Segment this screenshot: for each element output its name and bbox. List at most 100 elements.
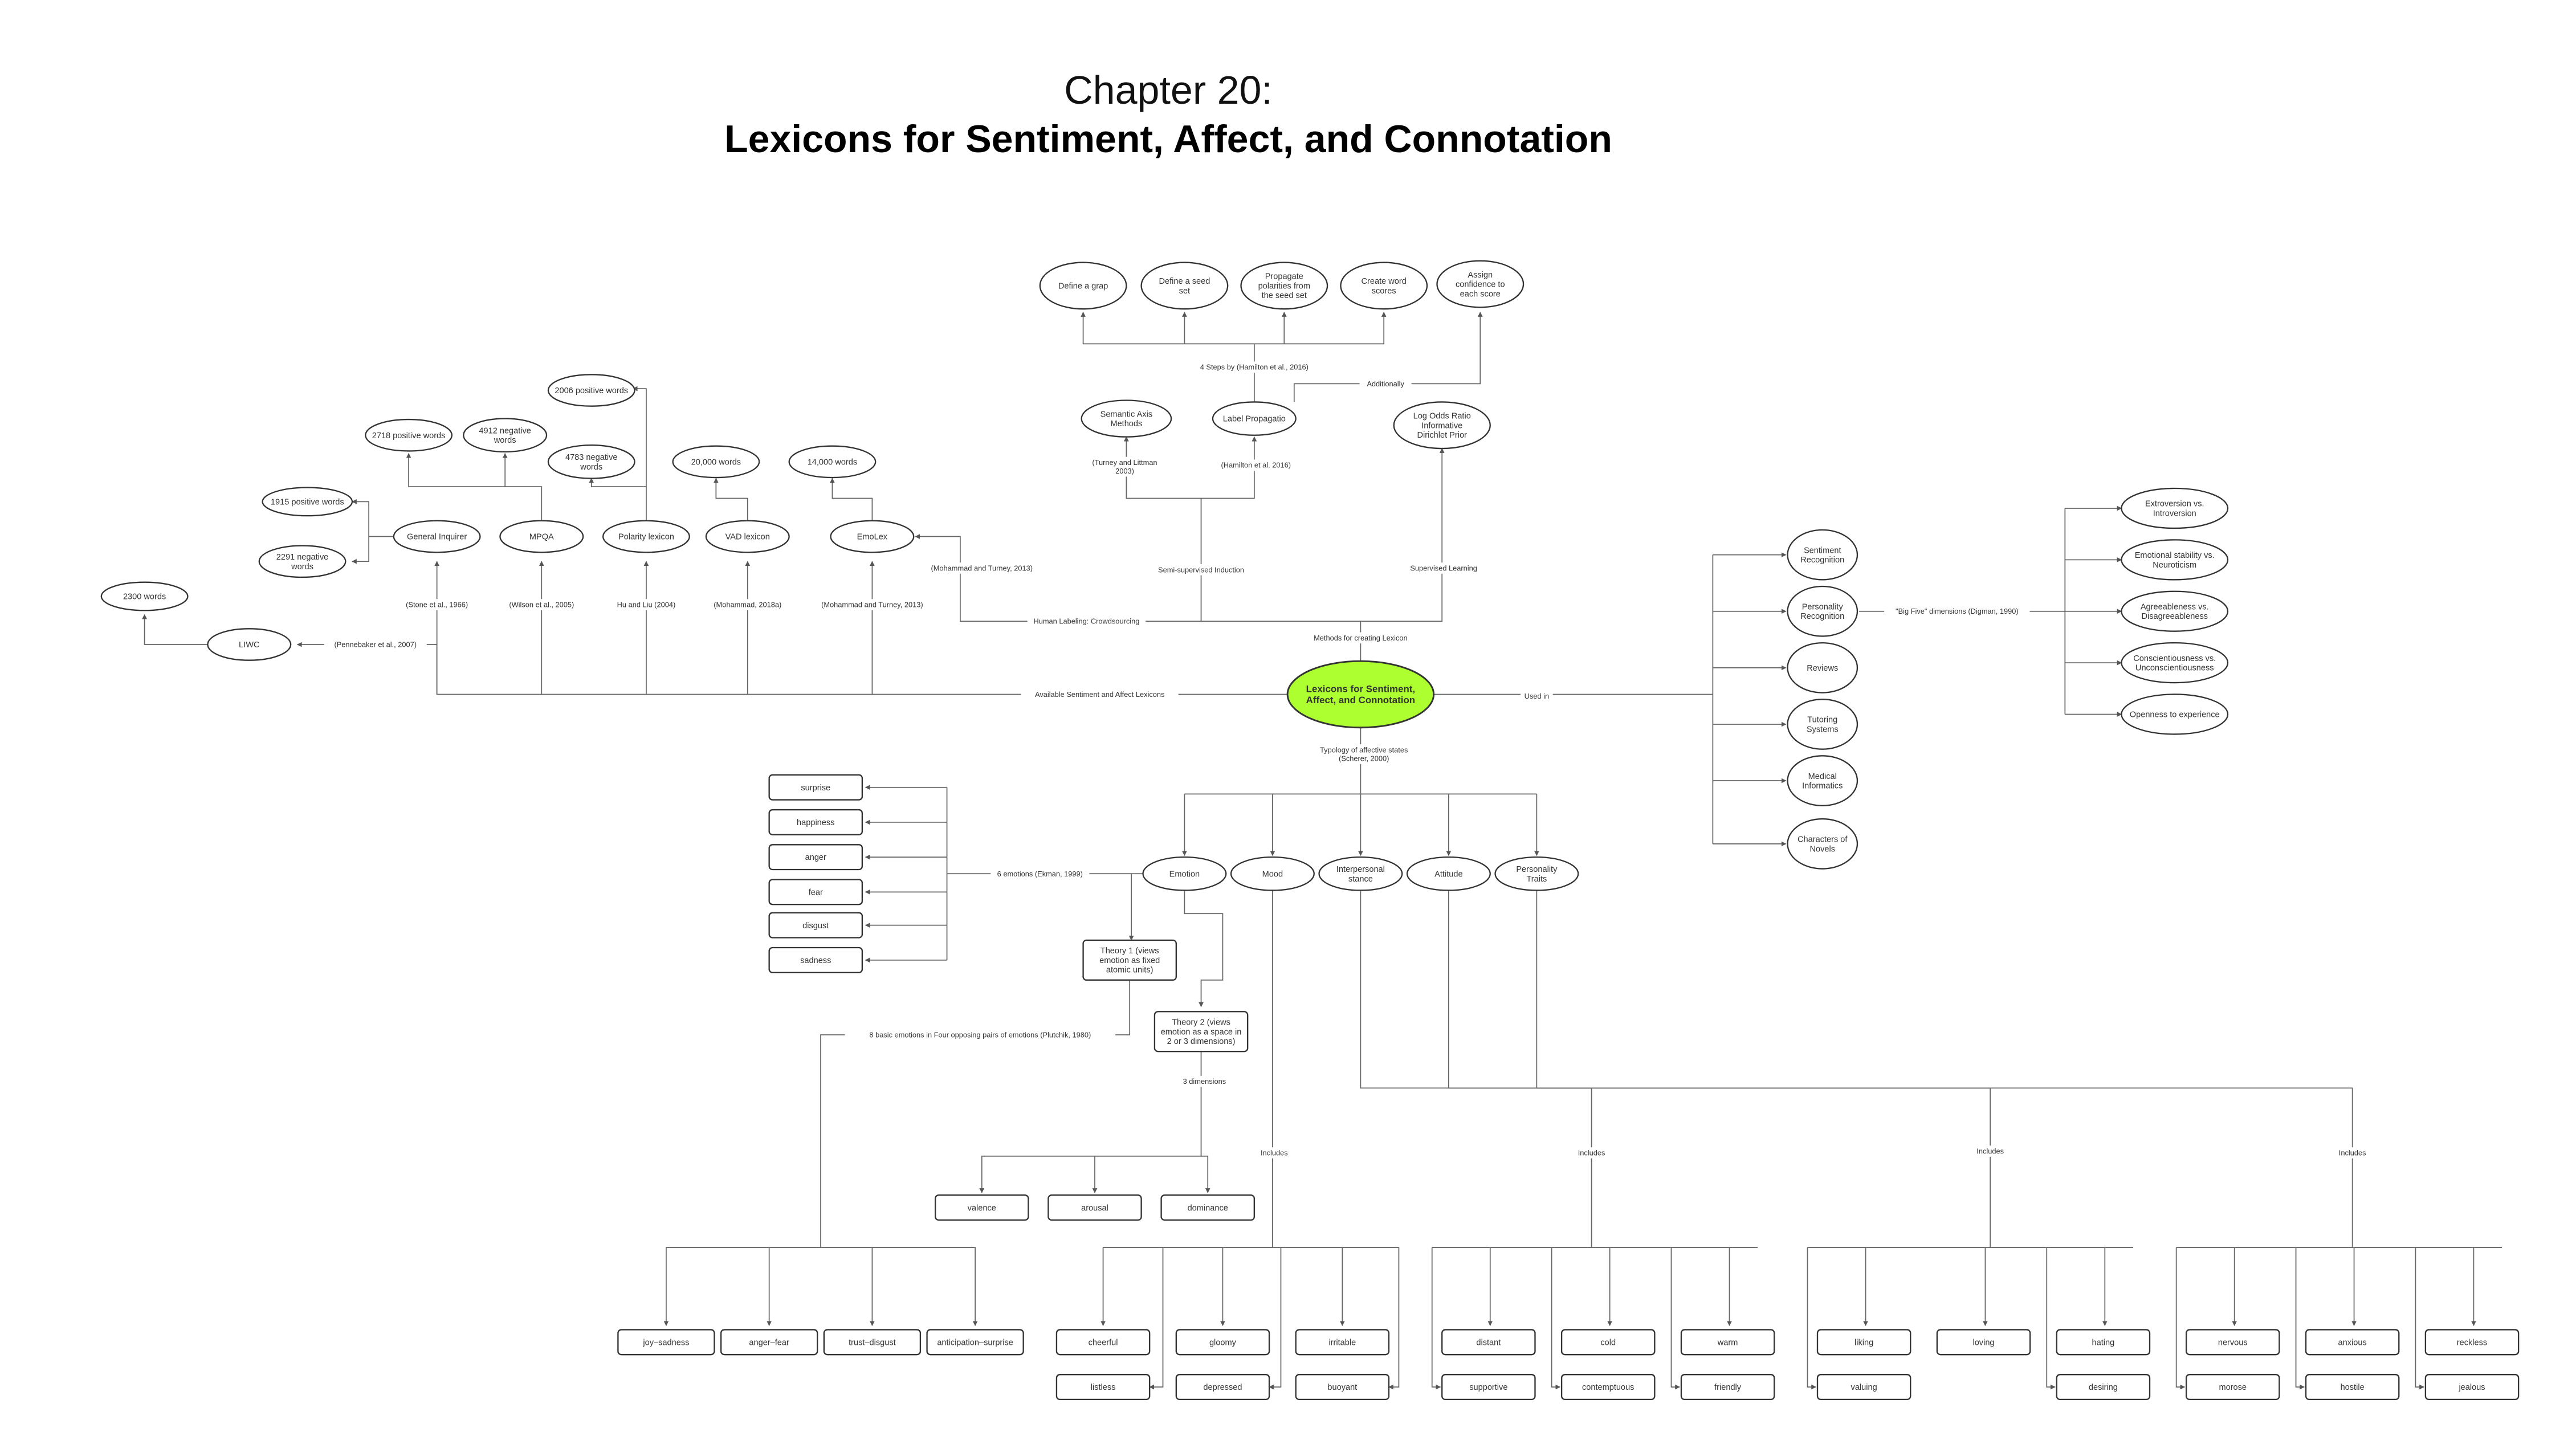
liwc-count-node[interactable]: 2300 words bbox=[100, 581, 189, 611]
emotion-box-fear[interactable]: fear bbox=[768, 879, 863, 905]
mpqa-positive-node[interactable]: 2718 positive words bbox=[365, 418, 453, 452]
plutchik-pair-box-3[interactable]: trust–disgust bbox=[823, 1329, 922, 1356]
emotion-box-anger[interactable]: anger bbox=[768, 844, 863, 871]
mood-box-buoyant[interactable]: buoyant bbox=[1295, 1373, 1390, 1401]
connector-crowdsourcing bbox=[915, 534, 1362, 662]
lexicon-emolex[interactable]: EmoLex bbox=[830, 520, 915, 553]
edge-label-additionally: Additionally bbox=[1367, 380, 1404, 388]
plutchik-pair-box-2[interactable]: anger–fear bbox=[720, 1329, 818, 1356]
attitude-box-3[interactable]: hating bbox=[2056, 1329, 2151, 1356]
dimension-box-valence[interactable]: valence bbox=[934, 1194, 1029, 1221]
attitude-box-4[interactable]: valuing bbox=[1816, 1373, 1911, 1401]
attitude-box-5[interactable]: desiring bbox=[2056, 1373, 2151, 1401]
stance-box-5[interactable]: contemptuous bbox=[1560, 1373, 1656, 1401]
liwc-citation: (Pennebaker et al., 2007) bbox=[334, 641, 417, 649]
emotion-box-fear-label: fear bbox=[809, 888, 823, 897]
emotion-box-sadness[interactable]: sadness bbox=[768, 947, 863, 973]
dimension-box-arousal-label: arousal bbox=[1081, 1204, 1108, 1213]
mood-box-gloomy[interactable]: gloomy bbox=[1175, 1329, 1270, 1356]
polarity-positive-node[interactable]: 2006 positive words bbox=[547, 374, 635, 407]
attitude-box-2[interactable]: loving bbox=[1936, 1329, 2031, 1356]
dimension-box-dominance[interactable]: dominance bbox=[1160, 1194, 1255, 1221]
application-node-3[interactable]: Reviews bbox=[1787, 642, 1858, 693]
typology-node-4[interactable]: Attitude bbox=[1406, 856, 1491, 891]
trait-box-5[interactable]: hostile bbox=[2305, 1373, 2400, 1401]
edge-label-additionally-bg bbox=[1359, 378, 1412, 390]
lexicon-general-inquirer[interactable]: General Inquirer bbox=[393, 520, 481, 553]
big-five-node-1[interactable]: Extroversion vs.Introversion bbox=[2121, 487, 2229, 529]
trait-box-2[interactable]: anxious bbox=[2305, 1329, 2400, 1356]
mood-box-irritable[interactable]: irritable bbox=[1295, 1329, 1390, 1356]
big-five-node-2[interactable]: Emotional stability vs.Neuroticism bbox=[2121, 539, 2229, 581]
typology-node-2[interactable]: Mood bbox=[1230, 856, 1315, 891]
emotion-box-disgust[interactable]: disgust bbox=[768, 912, 863, 939]
attitude-box-1[interactable]: liking bbox=[1816, 1329, 1911, 1356]
attitude-box-1-shape bbox=[1816, 1329, 1911, 1356]
stance-box-3-shape bbox=[1680, 1329, 1775, 1356]
emolex-count-node[interactable]: 14,000 words bbox=[788, 445, 877, 479]
lexicon-vad[interactable]: VAD lexicon bbox=[705, 520, 790, 553]
stance-box-2[interactable]: cold bbox=[1560, 1329, 1656, 1356]
mood-box-gloomy-shape bbox=[1175, 1329, 1270, 1356]
stance-box-2-shape bbox=[1560, 1329, 1656, 1356]
step-node-1[interactable]: Define a grap bbox=[1039, 262, 1127, 310]
trait-box-1[interactable]: nervous bbox=[2185, 1329, 2280, 1356]
mood-box-cheerful[interactable]: cheerful bbox=[1055, 1329, 1151, 1356]
lexicon-polarity[interactable]: Polarity lexicon bbox=[602, 520, 690, 553]
vad-count-node[interactable]: 20,000 words bbox=[672, 445, 760, 479]
stance-box-1[interactable]: distant bbox=[1441, 1329, 1536, 1356]
mood-box-listless[interactable]: listless bbox=[1055, 1373, 1151, 1401]
mood-box-depressed[interactable]: depressed bbox=[1175, 1373, 1270, 1401]
dimension-box-dominance-label: dominance bbox=[1188, 1204, 1228, 1213]
trait-box-6[interactable]: jealous bbox=[2424, 1373, 2520, 1401]
lexicon-liwc[interactable]: LIWC bbox=[207, 628, 292, 661]
plutchik-pair-box-4-shape bbox=[926, 1329, 1024, 1356]
emotion-box-happiness-label: happiness bbox=[797, 818, 834, 827]
gi-positive-node[interactable]: 1915 positive words bbox=[262, 487, 353, 517]
stance-box-6[interactable]: friendly bbox=[1680, 1373, 1775, 1401]
big-five-node-3[interactable]: Agreeableness vs.Disagreeableness bbox=[2121, 590, 2229, 632]
edge-label-semi-supervised: Semi-supervised Induction bbox=[1158, 565, 1244, 574]
stance-box-3[interactable]: warm bbox=[1680, 1329, 1775, 1356]
stance-box-4[interactable]: supportive bbox=[1441, 1373, 1536, 1401]
central-topic-node[interactable]: Lexicons for Sentiment,Affect, and Conno… bbox=[1286, 660, 1435, 729]
dimension-box-arousal[interactable]: arousal bbox=[1047, 1194, 1142, 1221]
emolex-citation-bg bbox=[817, 599, 928, 610]
trait-connector-5 bbox=[2295, 1247, 2305, 1390]
emotion-box-surprise[interactable]: surprise bbox=[768, 774, 863, 801]
typology-node-1[interactable]: Emotion bbox=[1142, 856, 1227, 891]
trait-box-5-shape bbox=[2305, 1373, 2400, 1401]
lexicon-polarity-label: Polarity lexicon bbox=[618, 533, 674, 542]
plutchik-pair-box-2-shape bbox=[720, 1329, 818, 1356]
trait-box-3[interactable]: reckless bbox=[2424, 1329, 2520, 1356]
emotion-box-happiness[interactable]: happiness bbox=[768, 809, 863, 835]
emotion-box-anger-label: anger bbox=[805, 853, 826, 862]
method-label-propagation[interactable]: Label Propagatio bbox=[1212, 401, 1297, 436]
lexicon-mpqa[interactable]: MPQA bbox=[499, 520, 584, 553]
big-five-node-4-shape bbox=[2121, 642, 2229, 684]
plutchik-pair-box-4[interactable]: anticipation–surprise bbox=[926, 1329, 1024, 1356]
trait-box-4[interactable]: morose bbox=[2185, 1373, 2280, 1401]
big-five-node-5[interactable]: Openness to experience bbox=[2121, 693, 2229, 735]
big-five-node-4[interactable]: Conscientiousness vs.Unconscientiousness bbox=[2121, 642, 2229, 684]
plutchik-pair-box-1[interactable]: joy–sadness bbox=[617, 1329, 715, 1356]
